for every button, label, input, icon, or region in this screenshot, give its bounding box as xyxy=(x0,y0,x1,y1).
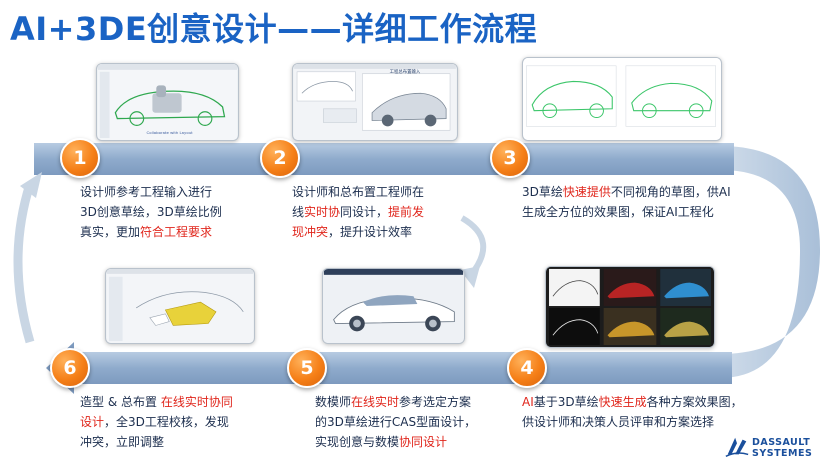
step-4-text-segment: 各种方案效果图， xyxy=(646,395,743,409)
step-2-text-segment: 现冲突 xyxy=(292,225,329,239)
step-3-description: 3D草绘快速提供不同视角的草图，供AI 生成全方位的效果图，保证AI工程化 xyxy=(522,182,752,222)
step-node-6: 6 xyxy=(50,348,90,388)
step-6-text-segment: 设计 xyxy=(80,415,105,429)
screenshot-step-6 xyxy=(105,268,255,344)
step-1-text-segment: 符合工程要求 xyxy=(140,225,213,239)
step-5-text-segment: 协同设计 xyxy=(399,435,448,449)
step-1-text-segment: 设计师参考工程输入进行 xyxy=(80,185,213,199)
screenshot-2-label: 工程总布置输入 xyxy=(390,68,421,75)
screenshot-step-4 xyxy=(545,266,715,348)
step-1-text-segment: 3D创意草绘，3D草绘比例 xyxy=(80,205,222,219)
step-5-text-segment: 在线实时 xyxy=(351,395,400,409)
track-bottom-band xyxy=(72,352,732,384)
step-2-description: 设计师和总布置工程师在线实时协同设计，提前发现冲突，提升设计效率 xyxy=(292,182,462,242)
step-node-1: 1 xyxy=(60,138,100,178)
left-return-arrow xyxy=(13,182,35,344)
step-node-2: 2 xyxy=(260,138,300,178)
screenshot-step-1: Collaborate with Layout xyxy=(96,63,239,141)
middle-curve-arrow xyxy=(460,215,487,278)
step-node-5: 5 xyxy=(287,348,327,388)
screenshot-step-2: 工程总布置输入 xyxy=(292,63,458,141)
step-6-text-segment: ，全3D工程校核，发现 xyxy=(104,415,229,429)
step-3-text-segment: 生成全方位的效果图，保证AI工程化 xyxy=(522,205,714,219)
step-5-text-segment: 实现创意与数模 xyxy=(315,435,400,449)
track-right-curve xyxy=(720,146,820,378)
screenshot-step-5 xyxy=(322,268,465,344)
step-2-text-segment: 提前发 xyxy=(388,205,425,219)
step-2-text-segment: 同设计， xyxy=(340,205,389,219)
page-title: AI+3DE创意设计——详细工作流程 xyxy=(10,10,538,48)
left-return-arrowhead xyxy=(20,172,42,198)
step-5-description: 数模师在线实时参考选定方案的3D草绘进行CAS型面设计， 实现创意与数模协同设计 xyxy=(315,392,510,452)
step-2-text-segment: 设计师和总布置工程师在 xyxy=(292,185,425,199)
step-6-text-segment: 冲突，立即调整 xyxy=(80,435,165,449)
step-6-text-segment: 造型 & 总布置 xyxy=(80,395,161,409)
step-5-text-segment: 的3D草绘进行CAS型面设计， xyxy=(315,415,477,429)
step-6-text-segment: 在线实时协同 xyxy=(160,395,233,409)
step-4-text-segment: 基于3D草绘 xyxy=(533,395,599,409)
track-top-band xyxy=(34,143,734,175)
step-5-text-segment: 数模师 xyxy=(315,395,352,409)
step-3-text-segment: 快速提供 xyxy=(562,185,611,199)
step-4-description: AI基于3D草绘快速生成各种方案效果图， 供设计师和决策人员评审和方案选择 xyxy=(522,392,757,432)
middle-curve-arrowhead xyxy=(460,266,480,288)
step-4-text-segment: 供设计师和决策人员评审和方案选择 xyxy=(522,415,715,429)
3ds-logo-icon xyxy=(725,437,749,457)
step-6-description: 造型 & 总布置 在线实时协同设计，全3D工程校核，发现冲突，立即调整 xyxy=(80,392,270,452)
step-4-text-segment: 快速生成 xyxy=(598,395,647,409)
step-5-text-segment: 参考选定方案 xyxy=(399,395,472,409)
step-1-description: 设计师参考工程输入进行 3D创意草绘，3D草绘比例真实，更加符合工程要求 xyxy=(80,182,250,242)
step-2-text-segment: ，提升设计效率 xyxy=(328,225,413,239)
screenshot-step-3 xyxy=(522,57,722,141)
step-2-text-segment: 线 xyxy=(292,205,305,219)
step-node-4: 4 xyxy=(507,348,547,388)
logo-line-1: DASSAULT xyxy=(752,437,811,448)
logo-line-2: SYSTEMES xyxy=(752,448,813,459)
step-4-text-segment: AI xyxy=(522,395,534,409)
step-1-text-segment: 真实，更加 xyxy=(80,225,141,239)
dassault-logo: DASSAULT SYSTEMES xyxy=(722,434,822,464)
screenshot-1-label: Collaborate with Layout xyxy=(147,130,194,135)
step-node-3: 3 xyxy=(490,138,530,178)
step-3-text-segment: 3D草绘 xyxy=(522,185,563,199)
step-3-text-segment: 不同视角的草图，供AI xyxy=(610,185,731,199)
step-2-text-segment: 实时协 xyxy=(304,205,341,219)
